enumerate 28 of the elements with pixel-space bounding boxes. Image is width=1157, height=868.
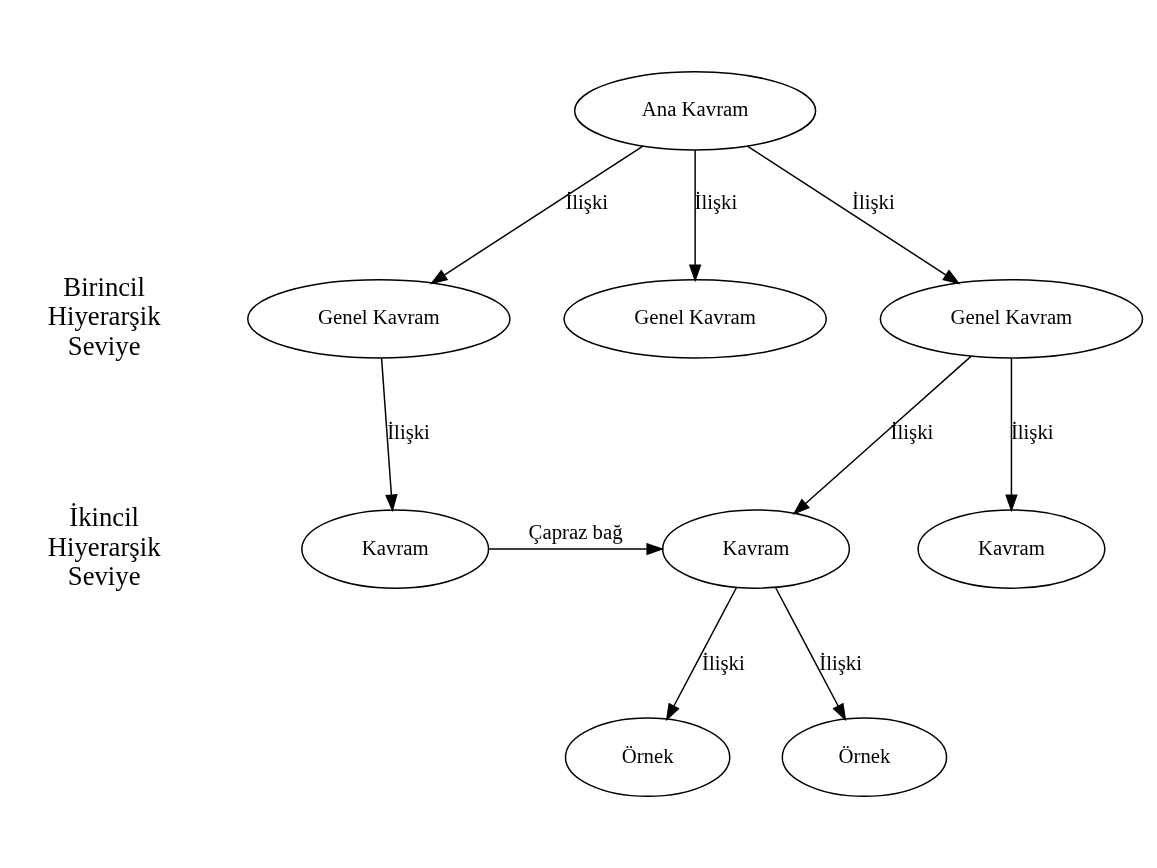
edge-label: İlişki: [1010, 420, 1054, 444]
edge-label: İlişki: [851, 190, 895, 214]
node-ellipse: Örnek: [781, 717, 948, 798]
arrow: [488, 542, 665, 556]
node-ellipse: Kavram: [917, 509, 1106, 589]
label: Birincil Hiyerarşik Seviye: [47, 271, 161, 362]
arrow: [792, 355, 972, 516]
label: İkincil Hiyerarşik Seviye: [47, 501, 161, 592]
node-ellipse: Genel Kavram: [879, 279, 1144, 359]
node-ellipse: Örnek: [564, 717, 731, 798]
arrow: [429, 145, 644, 285]
arrow: [774, 586, 847, 722]
edge-label: İlişki: [890, 420, 934, 444]
arrow: [688, 149, 702, 283]
node-ellipse: Kavram: [301, 509, 490, 589]
node-ellipse: Genel Kavram: [563, 279, 827, 359]
edge-label: İlişki: [565, 190, 609, 214]
edge-label: İlişki: [387, 420, 430, 444]
node-ellipse: Genel Kavram: [247, 279, 511, 359]
arrow: [665, 586, 738, 722]
edge-label: Çapraz bağ: [528, 519, 623, 543]
edge-label: İlişki: [819, 650, 863, 674]
arrow: [1005, 357, 1018, 513]
arrow: [746, 145, 961, 285]
node-ellipse: Kavram: [661, 509, 851, 589]
arrow: [380, 357, 398, 513]
node-ellipse: Ana Kavram: [573, 70, 817, 151]
edge-label: İlişki: [702, 650, 745, 674]
